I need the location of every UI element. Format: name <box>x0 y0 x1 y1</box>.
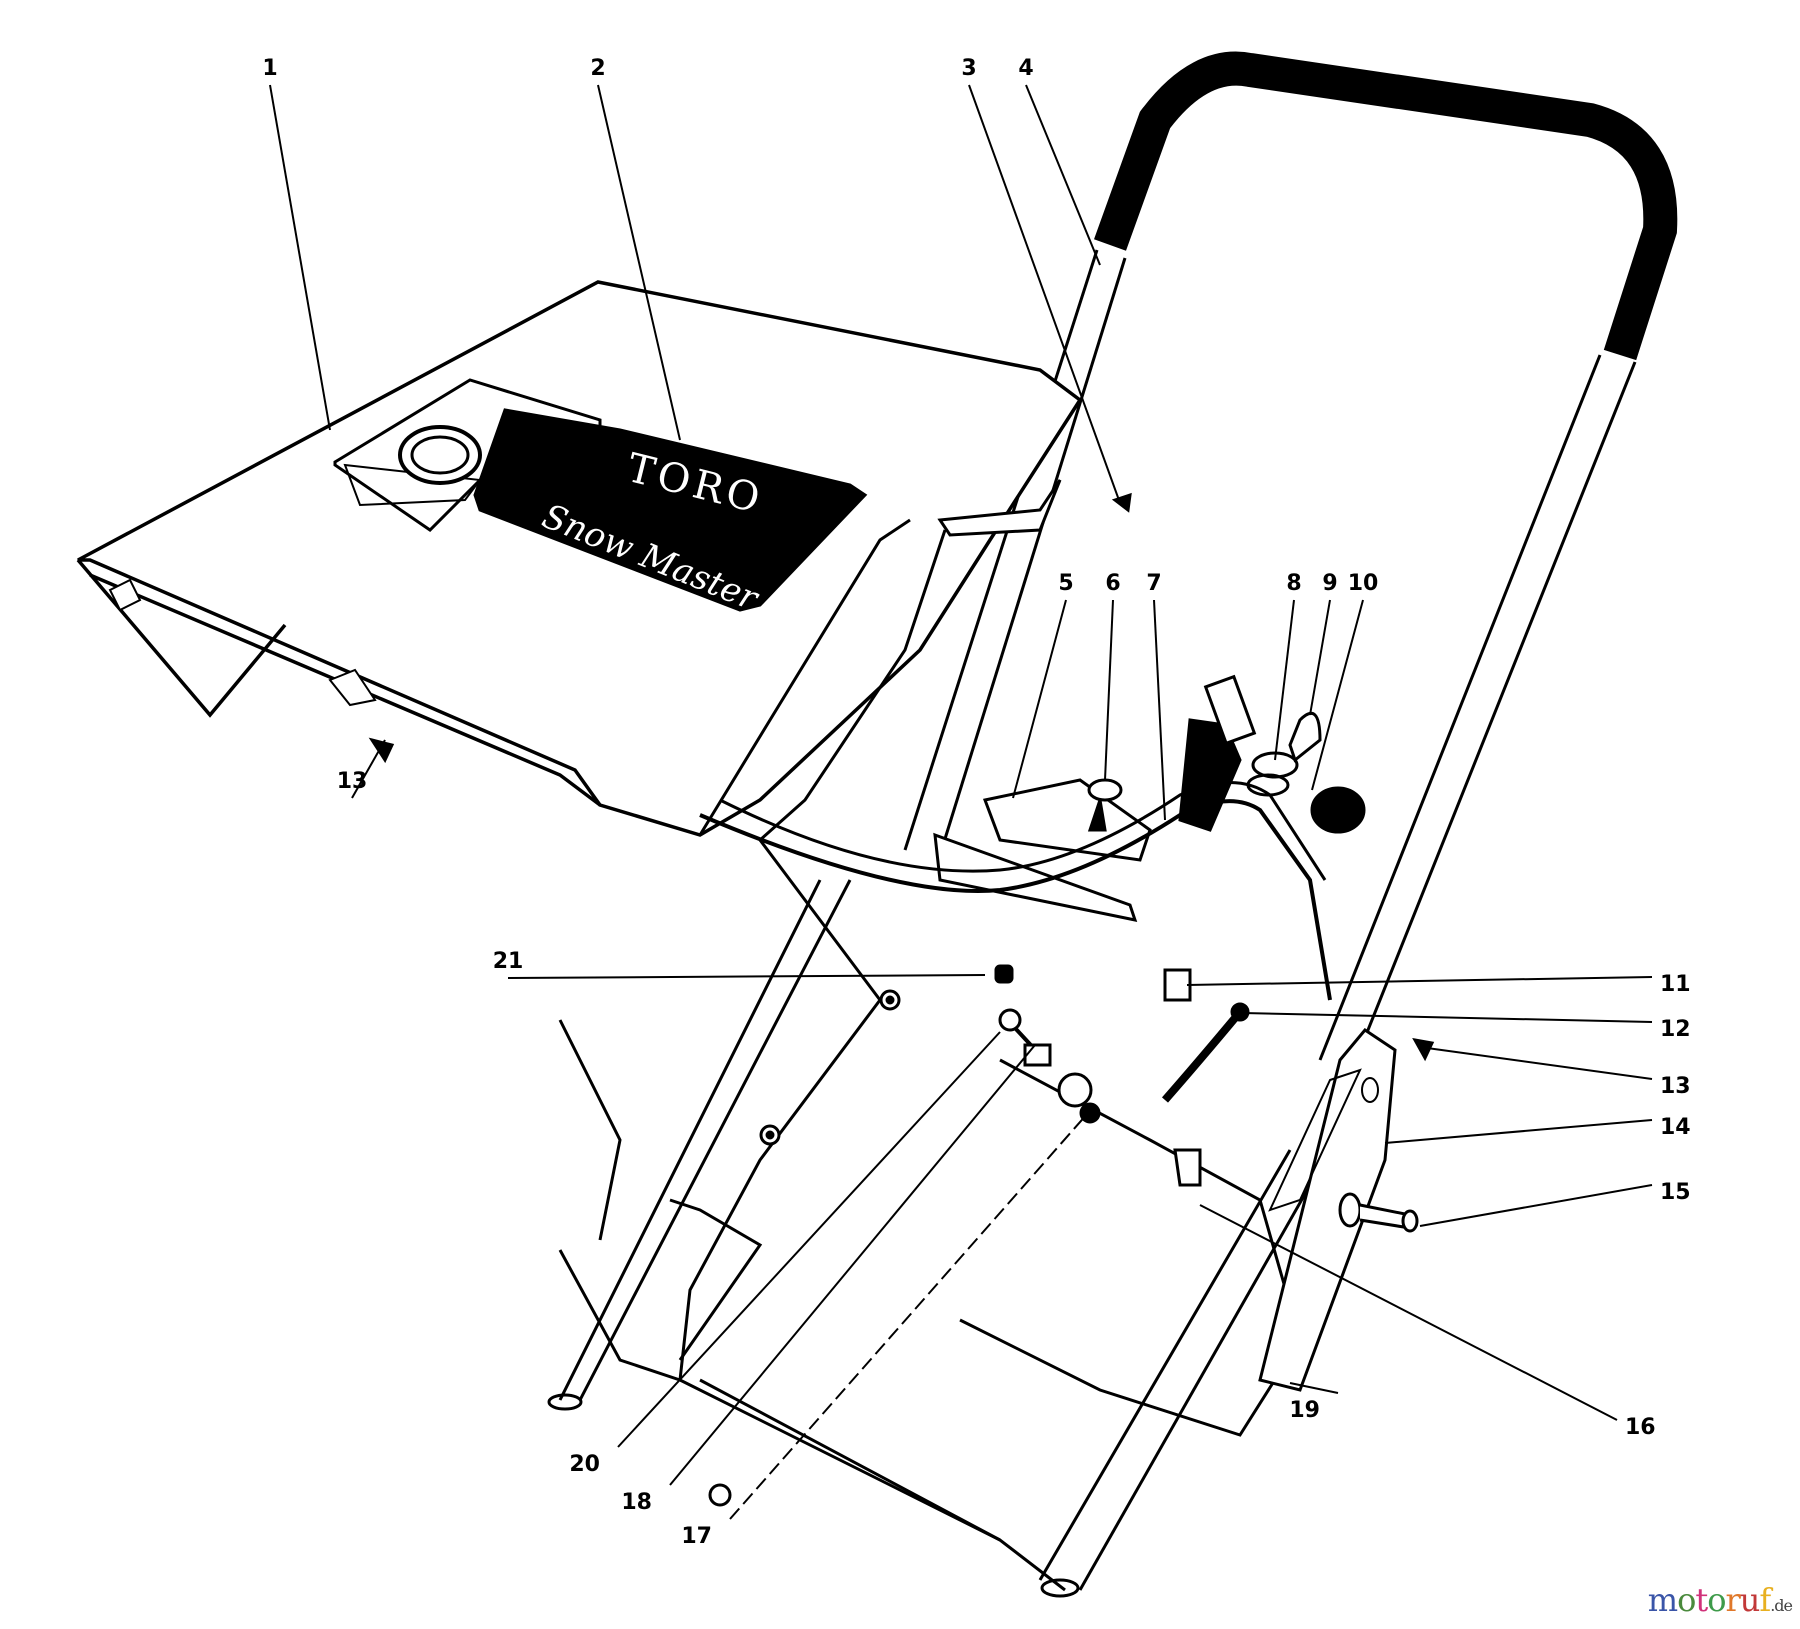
callout-10: 10 <box>1311 571 1379 791</box>
callout-label: 12 <box>1660 1017 1691 1042</box>
leader-line <box>1289 1382 1339 1394</box>
callout-label: 2 <box>590 56 605 81</box>
leader-line <box>1025 84 1101 266</box>
callout-label: 3 <box>961 56 976 81</box>
callout-14: 14 <box>1384 1115 1691 1144</box>
leader-line <box>1153 599 1166 821</box>
callout-label: 18 <box>621 1490 652 1515</box>
watermark-letter: r <box>1725 1581 1740 1619</box>
leader-line <box>1384 1119 1653 1144</box>
callout-18: 18 <box>621 1044 1036 1515</box>
leader-line <box>269 84 331 431</box>
callout-label: 14 <box>1660 1115 1691 1140</box>
callout-13b: 13 <box>337 739 386 799</box>
leader-line <box>1309 599 1331 716</box>
callout-1: 1 <box>262 56 331 431</box>
watermark-letter: o <box>1677 1581 1696 1619</box>
callout-21: 21 <box>493 949 986 979</box>
part-15-bolt-head <box>1338 1192 1362 1228</box>
motoruf-watermark: motoruf.de <box>1647 1581 1793 1619</box>
leader-line <box>597 84 681 441</box>
part-20-bolt <box>998 1008 1022 1032</box>
callout-5: 5 <box>1012 571 1074 799</box>
part-21-nut <box>994 964 1014 984</box>
callout-label: 9 <box>1322 571 1337 596</box>
callout-2: 2 <box>590 56 681 441</box>
callout-9: 9 <box>1309 571 1338 716</box>
callout-8: 8 <box>1274 571 1302 761</box>
callout-label: 10 <box>1348 571 1379 596</box>
callout-label: 11 <box>1660 972 1691 997</box>
callout-3: 3 <box>961 56 1121 504</box>
part-13-clip <box>1412 1037 1435 1062</box>
callout-label: 4 <box>1018 56 1033 81</box>
callout-20: 20 <box>569 1031 1001 1477</box>
hardware-parts <box>368 492 1435 1507</box>
part-11-switch <box>1163 968 1192 1002</box>
watermark-letter: u <box>1739 1581 1761 1619</box>
part-6-washer <box>1087 778 1123 802</box>
callout-label: 1 <box>262 56 277 81</box>
callout-17: 17 <box>681 1112 1089 1549</box>
watermark-tld: .de <box>1770 1596 1793 1615</box>
callout-label: 20 <box>569 1452 600 1477</box>
shroud-housing <box>76 280 1083 842</box>
watermark-letter: m <box>1647 1581 1678 1619</box>
callout-label: 15 <box>1660 1180 1691 1205</box>
leader-line <box>1419 1184 1653 1227</box>
leader-line <box>1311 599 1364 791</box>
leader-line <box>1242 1012 1653 1023</box>
leader-line <box>1012 599 1067 799</box>
leader-line <box>1186 976 1653 986</box>
callout-label: 21 <box>493 949 524 974</box>
callout-7: 7 <box>1146 571 1166 821</box>
callout-12: 12 <box>1242 1012 1691 1042</box>
watermark-letter: f <box>1759 1581 1771 1619</box>
part-18-clamp <box>1023 1043 1052 1067</box>
callout-6: 6 <box>1104 571 1121 781</box>
callout-label: 5 <box>1058 571 1073 596</box>
leader-line <box>617 1031 1001 1448</box>
leader-line <box>1104 599 1114 781</box>
callout-13: 13 <box>1426 1047 1691 1099</box>
part-9-key <box>1288 711 1322 763</box>
callout-label: 17 <box>681 1524 712 1549</box>
leader-line <box>507 974 986 979</box>
callout-label: 13 <box>1660 1074 1691 1099</box>
leader-line <box>1426 1047 1653 1080</box>
leader-line <box>729 1112 1089 1520</box>
part-17-spacer <box>1057 1072 1093 1108</box>
leader-line <box>968 84 1121 504</box>
callout-label: 7 <box>1146 571 1161 596</box>
callout-label: 19 <box>1289 1398 1320 1423</box>
leader-line <box>1274 599 1295 761</box>
leader-line <box>1199 1204 1618 1421</box>
handle-grip <box>1094 51 1678 361</box>
callout-19: 19 <box>1289 1382 1339 1423</box>
leader-line <box>351 739 386 799</box>
callout-label: 8 <box>1286 571 1301 596</box>
leader-line <box>669 1044 1036 1486</box>
callout-15: 15 <box>1419 1180 1691 1227</box>
callout-label: 16 <box>1625 1415 1656 1440</box>
watermark-letter: t <box>1695 1581 1708 1619</box>
callout-4: 4 <box>1018 56 1101 266</box>
watermark-letter: o <box>1707 1581 1726 1619</box>
callout-16: 16 <box>1199 1204 1656 1440</box>
part-16-bracket <box>1173 1148 1202 1187</box>
callout-11: 11 <box>1186 972 1691 997</box>
callout-label: 13 <box>337 769 368 794</box>
callout-label: 6 <box>1105 571 1120 596</box>
